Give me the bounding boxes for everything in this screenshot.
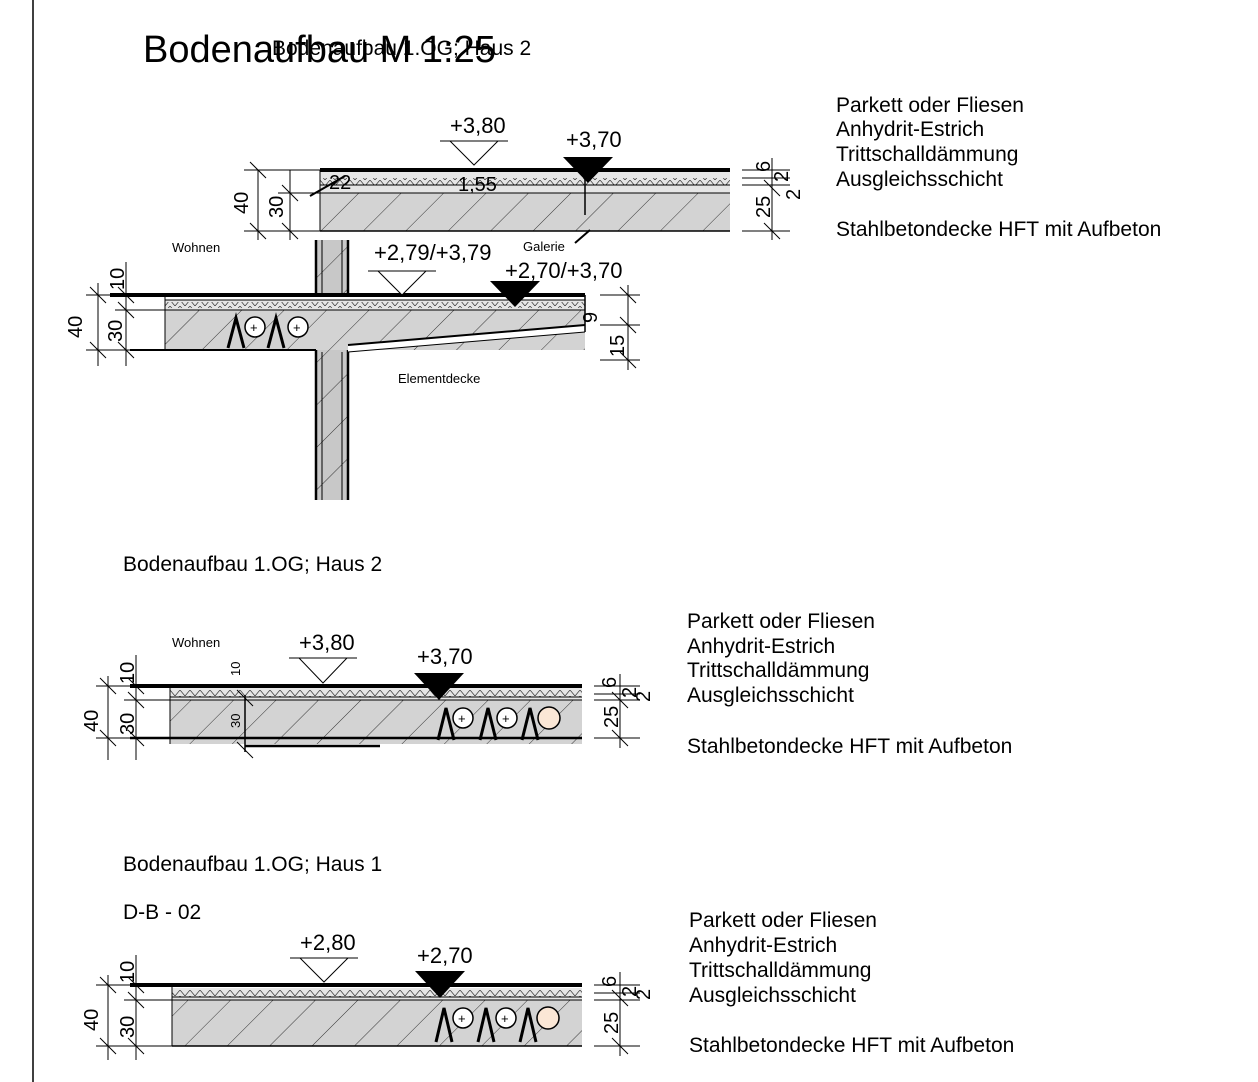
layer-label: Trittschalldämmung <box>836 143 1018 166</box>
level-finish: +3,80 <box>299 630 355 655</box>
rebar-clip-icon <box>520 707 540 741</box>
lower-level-finish: +2,79/+3,79 <box>374 240 491 265</box>
svg-text:+: + <box>502 711 510 726</box>
slab-label-elementdecke: Elementdecke <box>398 371 480 386</box>
dim-2b: 2 <box>633 989 655 1000</box>
layer-label: Ausgleichsschicht <box>836 168 1003 191</box>
svg-text:+: + <box>458 711 466 726</box>
rebar-clip-icon <box>518 1007 538 1043</box>
pipe-icon <box>496 707 518 729</box>
lower-dim-9: 9 <box>580 312 602 323</box>
dim-6: 6 <box>753 161 775 172</box>
pipe-icon <box>495 1007 517 1029</box>
lower-dim-15: 15 <box>607 335 629 357</box>
pipe-icon <box>536 1006 560 1030</box>
dim-2a: 2 <box>771 171 793 182</box>
dim-2b: 2 <box>633 691 655 702</box>
level-finish: +3,80 <box>450 113 506 138</box>
upper-slab-hatch <box>320 193 730 231</box>
dim-40: 40 <box>231 192 253 214</box>
pipe-icon <box>287 316 309 338</box>
level-marker-finish-icon <box>298 957 350 983</box>
layer-label: Parkett oder Fliesen <box>689 909 877 932</box>
svg-text:+: + <box>293 320 301 335</box>
pipe-icon <box>537 706 561 730</box>
section-b-title: Bodenaufbau 1.OG; Haus 2 <box>123 553 382 576</box>
rebar-clip-icon <box>226 312 246 349</box>
dim-22: 22 <box>329 172 351 194</box>
dim-6: 6 <box>599 976 621 987</box>
lower-level-structure-icon <box>490 281 540 307</box>
dim-30-small: 30 <box>228 714 243 728</box>
lower-level-structure: +2,70/+3,70 <box>505 258 622 283</box>
dim-10: 10 <box>117 662 139 684</box>
room-label-wohnen: Wohnen <box>172 240 220 255</box>
rebar-clip-icon <box>478 707 498 741</box>
layer-label: Stahlbetondecke HFT mit Aufbeton <box>836 218 1161 241</box>
section-c-title: Bodenaufbau 1.OG; Haus 1 <box>123 853 382 876</box>
rebar-clip-icon <box>436 707 456 741</box>
rebar-clip-icon <box>266 312 286 349</box>
lower-dim-30: 30 <box>105 320 127 342</box>
pipe-icon <box>452 707 474 729</box>
rebar-clip-icon <box>434 1007 454 1043</box>
layer-label: Anhydrit-Estrich <box>836 118 984 141</box>
layer-label: Anhydrit-Estrich <box>687 635 835 658</box>
room-label-galerie: Galerie <box>523 239 565 254</box>
level-marker-finish-icon <box>448 140 500 166</box>
section-b: Bodenaufbau 1.OG; Haus 2 Wohnen + + +3,8… <box>81 553 1012 760</box>
section-a-title: Bodenaufbau 1.OG; Haus 2 <box>272 37 531 60</box>
lower-level-finish-icon <box>376 270 428 296</box>
level-structure: +3,70 <box>417 644 473 669</box>
layer-label: Stahlbetondecke HFT mit Aufbeton <box>687 735 1012 758</box>
upper-slab-insulation <box>320 178 730 185</box>
level-structure: +2,70 <box>417 943 473 968</box>
level-marker-structure-icon <box>563 157 613 183</box>
dim-30: 30 <box>117 713 139 735</box>
layer-label: Trittschalldämmung <box>687 659 869 682</box>
element-slab-taper <box>348 325 585 352</box>
dim-2a: 2 <box>619 687 641 698</box>
dim-40: 40 <box>81 1009 103 1031</box>
rebar-clip-icon <box>476 1007 496 1043</box>
layer-label: Ausgleichsschicht <box>689 984 856 1007</box>
lower-dim-10: 10 <box>107 268 129 290</box>
level-structure: +3,70 <box>566 127 622 152</box>
dim-30: 30 <box>266 196 288 218</box>
pipe-icon <box>244 316 266 338</box>
page-title: Bodenaufbau M 1:25 <box>143 29 496 71</box>
room-label-wohnen: Wohnen <box>172 635 220 650</box>
dim-25: 25 <box>601 706 623 728</box>
dim-6: 6 <box>599 677 621 688</box>
layer-label: Parkett oder Fliesen <box>687 610 875 633</box>
dim-2a: 2 <box>619 986 641 997</box>
layer-label: Stahlbetondecke HFT mit Aufbeton <box>689 1034 1014 1057</box>
dim-10: 10 <box>117 961 139 983</box>
lower-dim-40: 40 <box>65 316 87 338</box>
dim-25: 25 <box>601 1012 623 1034</box>
level-marker-finish-icon <box>297 657 349 684</box>
level-marker-structure-icon <box>415 971 465 998</box>
layer-label: Trittschalldämmung <box>689 959 871 982</box>
level-finish: +2,80 <box>300 930 356 955</box>
svg-text:+: + <box>501 1011 509 1026</box>
dim-155: 1,55 <box>458 174 497 196</box>
pipe-icon <box>452 1007 474 1029</box>
dim-25: 25 <box>753 196 775 218</box>
dim-10-small: 10 <box>228 662 243 676</box>
layer-label: Anhydrit-Estrich <box>689 934 837 957</box>
svg-text:+: + <box>250 320 258 335</box>
dim-30: 30 <box>117 1016 139 1038</box>
section-c: Bodenaufbau 1.OG; Haus 1 D-B - 02 + + +2… <box>81 853 1014 1060</box>
level-marker-structure-icon <box>414 673 464 700</box>
dim-2b: 2 <box>783 189 805 200</box>
layer-label: Ausgleichsschicht <box>687 684 854 707</box>
dim-40: 40 <box>81 710 103 732</box>
layer-label: Parkett oder Fliesen <box>836 94 1024 117</box>
section-c-code: D-B - 02 <box>123 901 201 924</box>
section-a: Bodenaufbau 1.OG; Haus 2 +3,80 +3,70 40 … <box>65 37 1161 500</box>
svg-text:+: + <box>458 1011 466 1026</box>
